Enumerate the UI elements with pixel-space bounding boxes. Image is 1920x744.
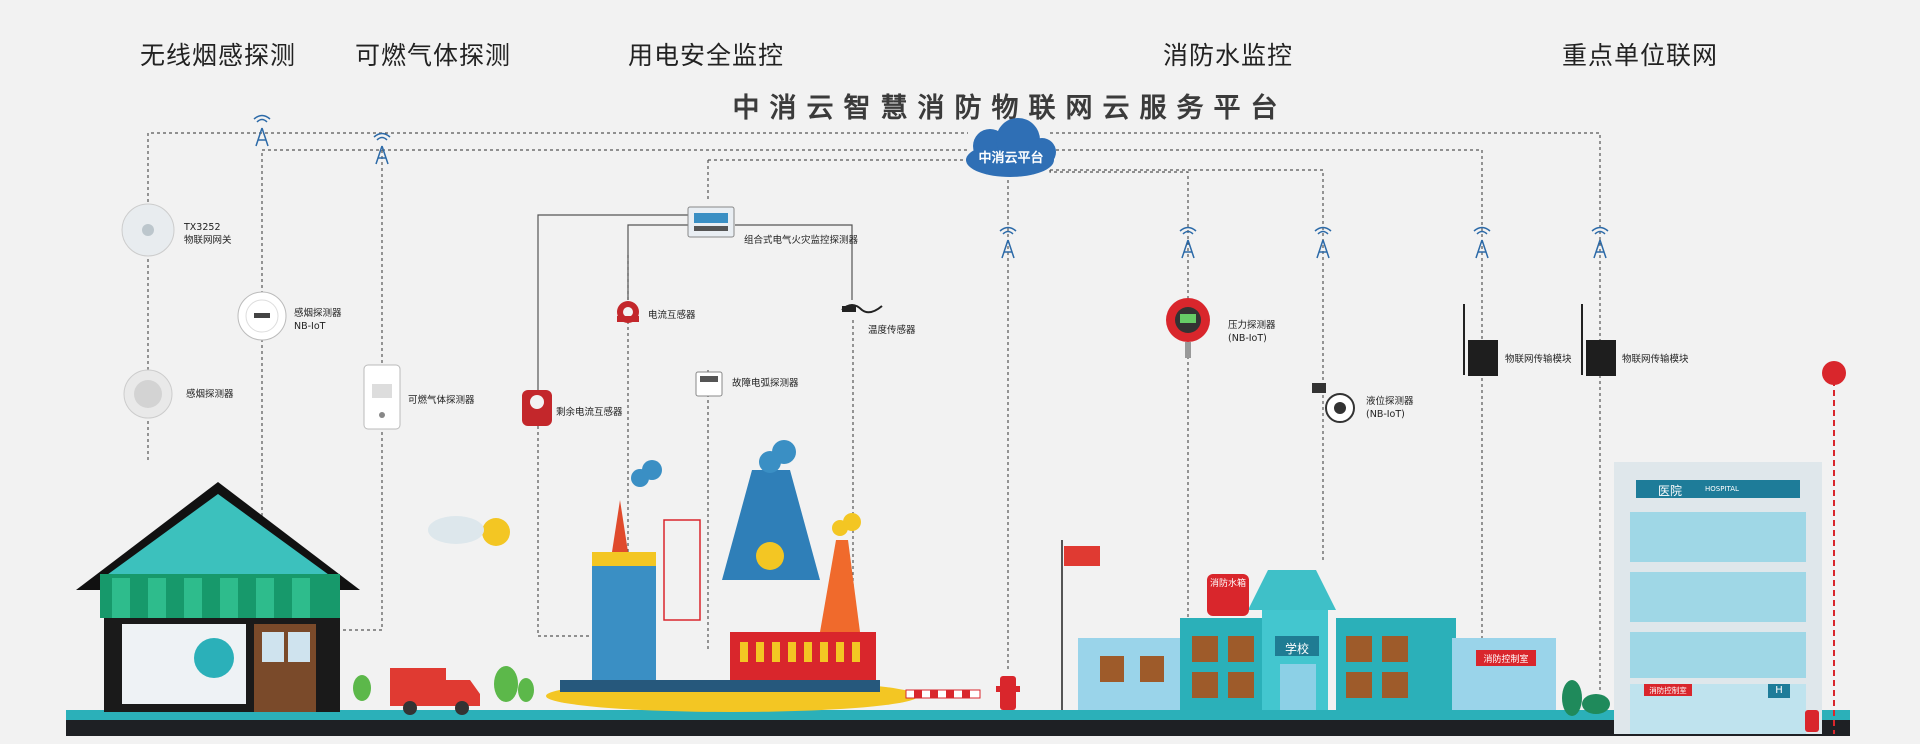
antenna-icon (1473, 226, 1491, 259)
school-sign: 学校 (1284, 642, 1309, 656)
flag-icon (1061, 540, 1100, 710)
factory-icon (546, 440, 918, 712)
temperature-sensor-label: 温度传感器 (868, 325, 916, 336)
pressure-detector-name: 压力探测器 (1228, 320, 1276, 331)
transmit-module-icon-2 (1581, 304, 1616, 376)
gas-label: 可燃气体探测器 (408, 395, 475, 406)
pressure-detector-icon (1166, 298, 1210, 358)
smoke-device-icon (123, 369, 173, 419)
transmit-module-label-2: 物联网传输模块 (1622, 354, 1689, 365)
cloud-platform-label: 中消云平台 (978, 151, 1044, 166)
category-electrical-safety: 用电安全监控 (628, 41, 785, 70)
smoke-nbiot-label: 感烟探测器 NB-IoT (294, 307, 342, 333)
category-key-unit: 重点单位联网 (1562, 41, 1719, 70)
connection-lines (147, 132, 1601, 690)
cloud-platform-icon (966, 118, 1056, 177)
hospital-control-room-sign: 消防控制室 (1649, 686, 1687, 695)
category-gas-detection: 可燃气体探测 (355, 41, 512, 70)
smoke-label: 感烟探测器 (186, 389, 234, 400)
link-key-unit-1 (1050, 149, 1483, 660)
level-detector-icon (1312, 383, 1355, 423)
bush-icons (1562, 680, 1610, 716)
hospital-sign-en: HOSPITAL (1705, 485, 1739, 493)
current-transformer-icon (617, 301, 639, 323)
antenna-icon (253, 114, 271, 147)
gas-device-icon (363, 364, 401, 430)
combined-monitor-device-icon (687, 206, 735, 238)
antenna-icon (1179, 226, 1197, 259)
gateway-device-icon (121, 203, 175, 257)
hospital-sign: 医院 (1657, 484, 1682, 498)
antenna-icons (253, 114, 1609, 259)
link-gas (343, 150, 383, 631)
hospital-building-icon (1614, 361, 1846, 734)
residual-transformer-label: 剩余电流互感器 (556, 407, 623, 418)
shop-building-icon (76, 482, 360, 712)
pressure-detector-tech: (NB-IoT) (1228, 333, 1267, 344)
level-detector-name: 液位探测器 (1366, 396, 1414, 407)
school-control-room-sign: 消防控制室 (1483, 655, 1529, 665)
antenna-icon (1314, 226, 1332, 259)
smoke-nbiot-device-icon (237, 291, 287, 341)
link-gateway (147, 132, 968, 460)
ground-base (66, 720, 1850, 736)
platform-title: 中消云智慧消防物联网云服务平台 (700, 86, 1320, 125)
arc-detector-icon (695, 371, 723, 397)
gateway-name: 物联网网关 (184, 235, 232, 246)
wired-lines (537, 214, 853, 420)
barrier-icon (905, 689, 981, 699)
tree-icons (353, 666, 534, 702)
ground-strip (66, 710, 1850, 722)
gateway-label: TX3252 物联网网关 (184, 221, 232, 247)
gateway-model: TX3252 (184, 222, 221, 233)
temperature-sensor-icon (841, 304, 883, 314)
antenna-icon (999, 226, 1017, 259)
smoke-nbiot-tech: NB-IoT (294, 321, 326, 332)
water-tank-sign: 消防水箱 (1209, 579, 1246, 589)
smoke-nbiot-name: 感烟探测器 (294, 308, 342, 319)
fire-hydrant-icon (996, 676, 1020, 710)
transmit-module-icon-1 (1463, 304, 1498, 376)
level-detector-tech: (NB-IoT) (1366, 409, 1405, 420)
link-smoke-nbiot (261, 149, 968, 540)
sun-cloud-icon (428, 516, 510, 546)
category-fire-water: 消防水监控 (1163, 41, 1294, 70)
pressure-detector-label: 压力探测器 (NB-IoT) (1228, 319, 1276, 345)
arc-detector-label: 故障电弧探测器 (732, 378, 799, 389)
link-pressure (1049, 170, 1189, 620)
hospital-h-sign: H (1775, 685, 1783, 696)
level-detector-label: 液位探测器 (NB-IoT) (1366, 395, 1414, 421)
transmit-module-label-1: 物联网传输模块 (1505, 354, 1572, 365)
antenna-icon (373, 132, 391, 165)
link-level (1050, 169, 1324, 560)
residual-transformer-icon (522, 390, 552, 426)
category-wireless-smoke: 无线烟感探测 (140, 41, 297, 70)
antenna-icon (1591, 226, 1609, 259)
current-transformer-label: 电流互感器 (648, 310, 696, 321)
truck-icon (390, 668, 480, 715)
combined-monitor-label: 组合式电气火灾监控探测器 (744, 235, 859, 246)
school-building-icon (1078, 570, 1556, 710)
